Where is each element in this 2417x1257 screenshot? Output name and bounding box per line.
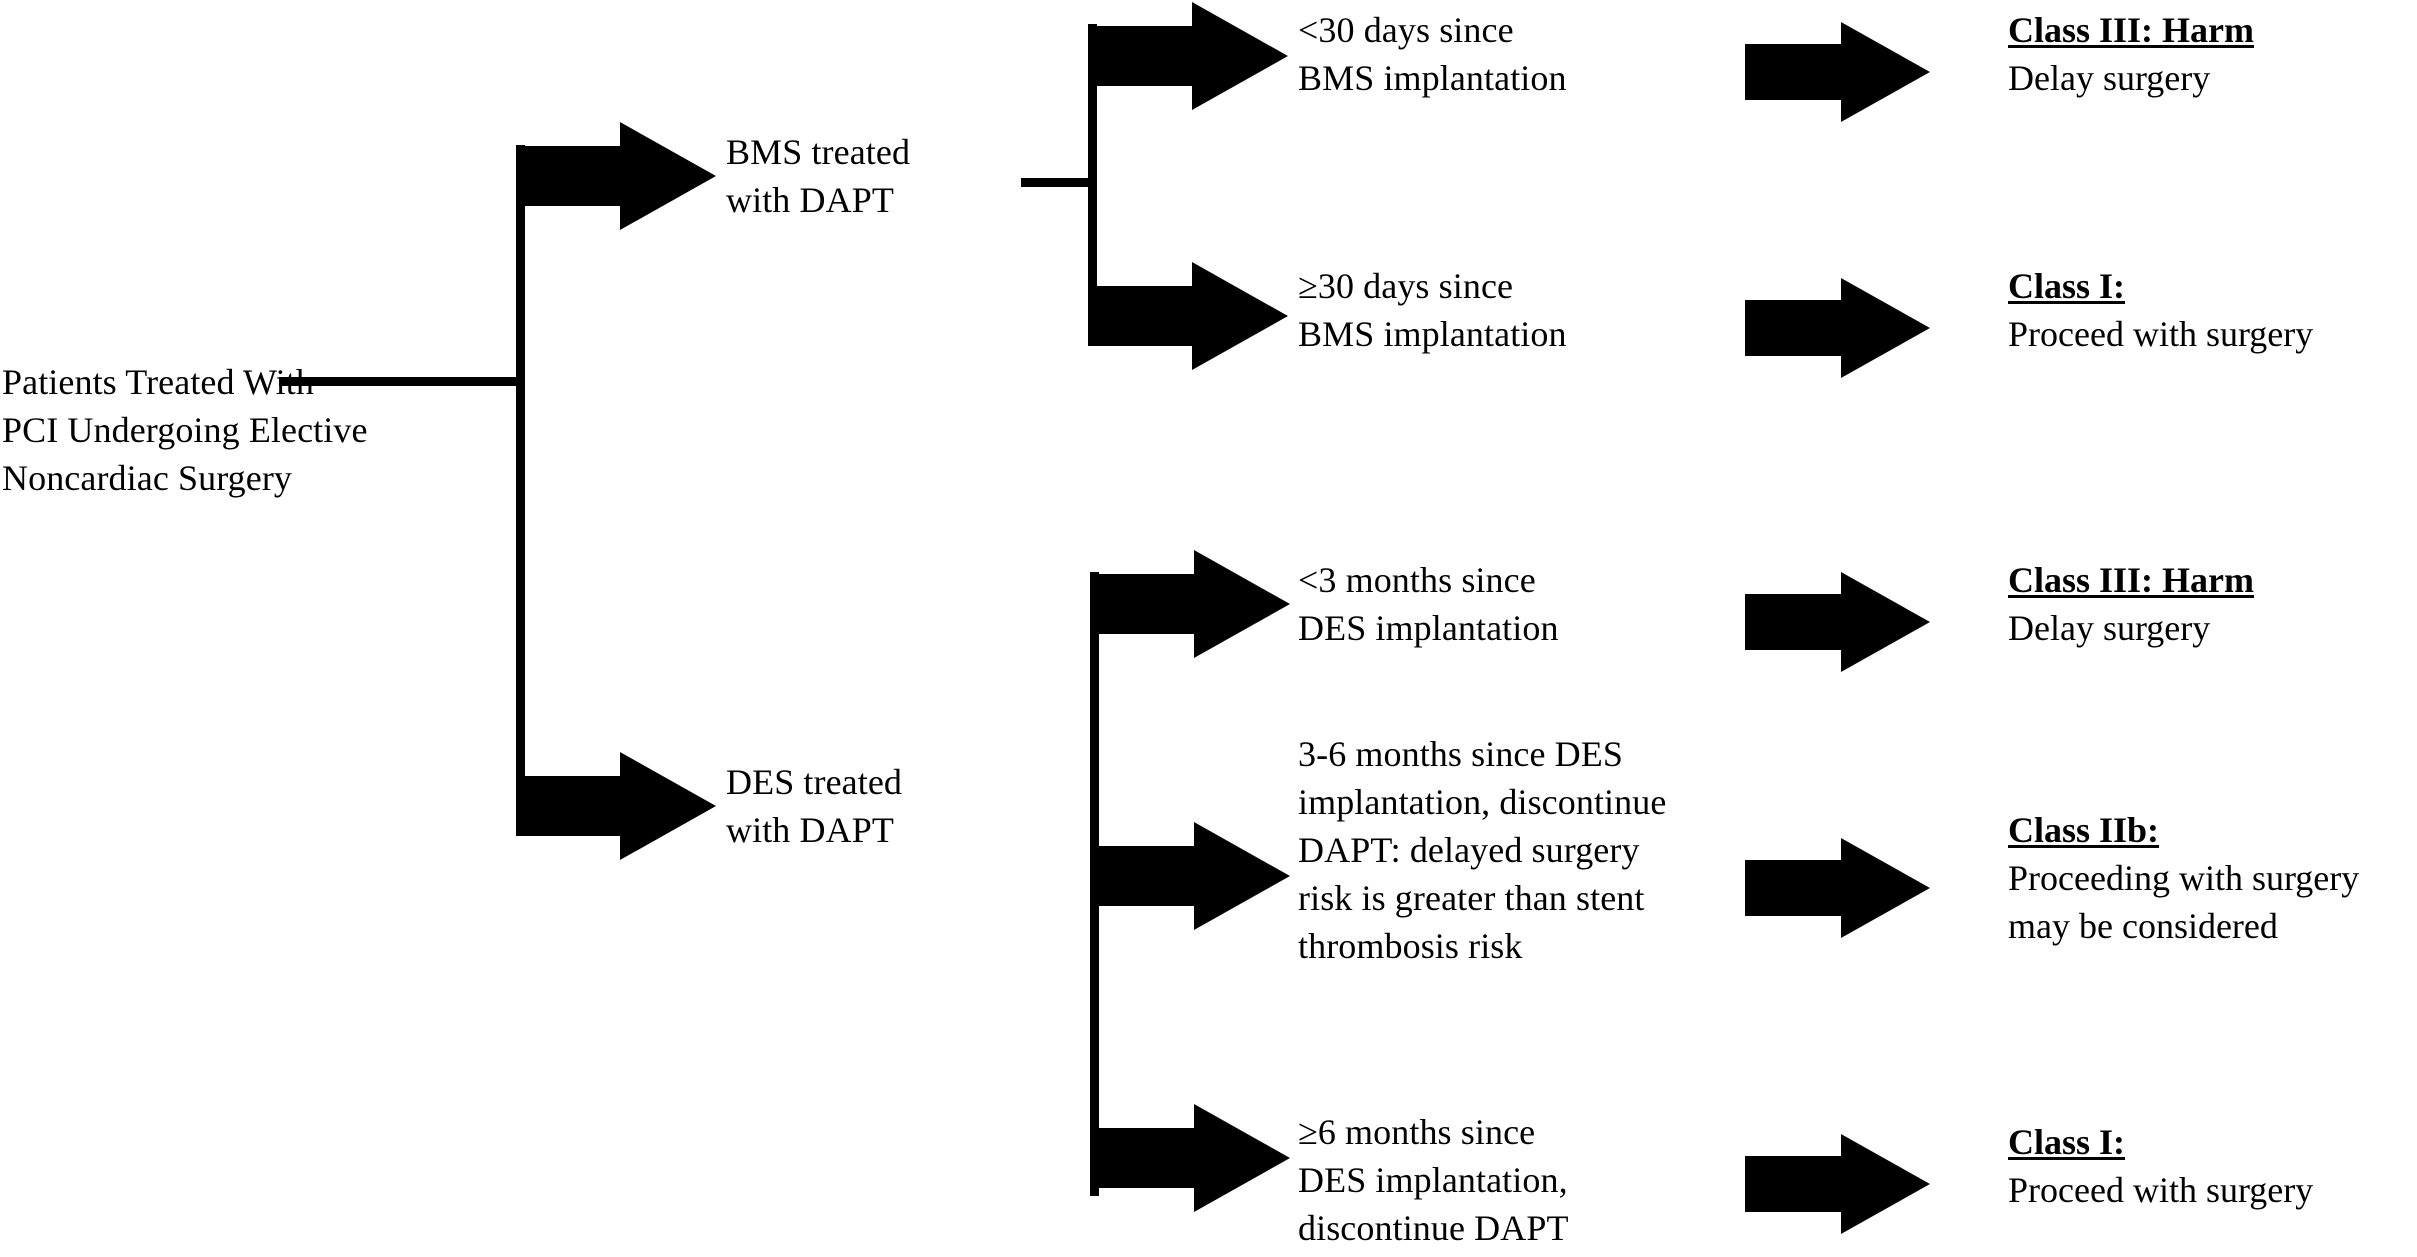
child-label-des-lt3: <3 months since DES implantation (1298, 560, 1559, 648)
right-block-arrow-icon (1090, 1104, 1290, 1212)
right-block-arrow-icon (1745, 1134, 1930, 1234)
right-block-arrow-icon (516, 752, 716, 860)
right-block-arrow-icon (1090, 550, 1290, 658)
right-block-arrow-icon (1088, 262, 1288, 370)
outcome-title: Class IIb: (2008, 810, 2160, 850)
outcome-title: Class III: Harm (2008, 560, 2255, 600)
main-trunk-connector (516, 145, 525, 835)
outcome-bms-lt30: Class III: Harm Delay surgery (2008, 6, 2408, 102)
root-stem-connector (279, 377, 525, 386)
right-block-arrow-icon (1088, 2, 1288, 110)
right-block-arrow-icon (1745, 838, 1930, 938)
child-label-bms-lt30: <30 days since BMS implantation (1298, 10, 1567, 98)
right-block-arrow-icon (1090, 822, 1290, 930)
child-label-des-ge6: ≥6 months since DES implantation, discon… (1298, 1112, 1569, 1248)
outcome-body: Delay surgery (2008, 608, 2211, 648)
outcome-body: Proceed with surgery (2008, 314, 2314, 354)
bms-stem-connector (1021, 178, 1097, 187)
branch-label-bms: BMS treated with DAPT (726, 132, 911, 220)
outcome-des-3to6: Class IIb: Proceeding with surgery may b… (2008, 806, 2417, 950)
outcome-title: Class III: Harm (2008, 10, 2255, 50)
bms-subtrunk-connector (1088, 24, 1097, 321)
child-label-des-3to6: 3-6 months since DES implantation, disco… (1298, 734, 1667, 966)
outcome-des-ge6: Class I: Proceed with surgery (2008, 1118, 2408, 1214)
right-block-arrow-icon (1745, 572, 1930, 672)
right-block-arrow-icon (1745, 22, 1930, 122)
outcome-title: Class I: (2008, 266, 2126, 306)
child-label-bms-ge30: ≥30 days since BMS implantation (1298, 266, 1567, 354)
outcome-des-lt3: Class III: Harm Delay surgery (2008, 556, 2408, 652)
outcome-title: Class I: (2008, 1122, 2126, 1162)
right-block-arrow-icon (1745, 278, 1930, 378)
outcome-bms-ge30: Class I: Proceed with surgery (2008, 262, 2408, 358)
root-node-label: Patients Treated With PCI Undergoing Ele… (2, 362, 368, 498)
right-block-arrow-icon (516, 122, 716, 230)
outcome-body: Proceed with surgery (2008, 1170, 2314, 1210)
branch-label-des: DES treated with DAPT (726, 762, 903, 850)
outcome-body: Proceeding with surgery may be considere… (2008, 858, 2360, 946)
outcome-body: Delay surgery (2008, 58, 2211, 98)
